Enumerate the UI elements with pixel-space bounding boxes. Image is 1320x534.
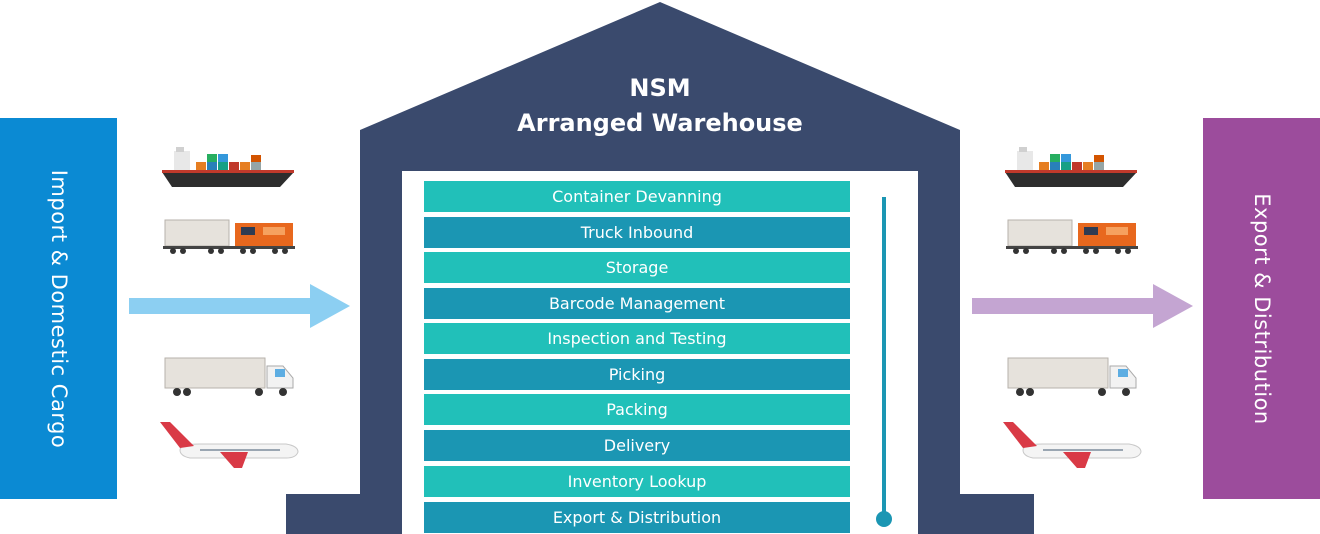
train-icon xyxy=(163,219,295,254)
process-step-picking: Picking xyxy=(424,359,850,390)
import-domestic-panel: Import & Domestic Cargo xyxy=(0,118,117,499)
process-step-export-distribution: Export & Distribution xyxy=(424,502,850,533)
truck-icon xyxy=(164,357,294,396)
truck-icon xyxy=(1007,357,1137,396)
process-step-inventory-lookup: Inventory Lookup xyxy=(424,466,850,497)
inbound-arrow xyxy=(129,284,350,328)
flow-line-end-dot xyxy=(876,511,892,527)
process-step-inspection-testing: Inspection and Testing xyxy=(424,323,850,354)
export-distribution-panel: Export & Distribution xyxy=(1203,118,1320,499)
outbound-arrow xyxy=(972,284,1193,328)
train-icon xyxy=(1006,219,1138,254)
ship-icon xyxy=(1005,147,1137,187)
airplane-icon xyxy=(160,422,299,468)
process-step-packing: Packing xyxy=(424,394,850,425)
warehouse-title-line2: Arranged Warehouse xyxy=(517,109,803,137)
process-step-delivery: Delivery xyxy=(424,430,850,461)
process-step-barcode-management: Barcode Management xyxy=(424,288,850,319)
process-step-storage: Storage xyxy=(424,252,850,283)
ship-icon xyxy=(162,147,294,187)
warehouse-title-line1: NSM xyxy=(629,74,691,102)
airplane-icon xyxy=(1003,422,1142,468)
process-step-truck-inbound: Truck Inbound xyxy=(424,217,850,248)
process-step-container-devanning: Container Devanning xyxy=(424,181,850,212)
